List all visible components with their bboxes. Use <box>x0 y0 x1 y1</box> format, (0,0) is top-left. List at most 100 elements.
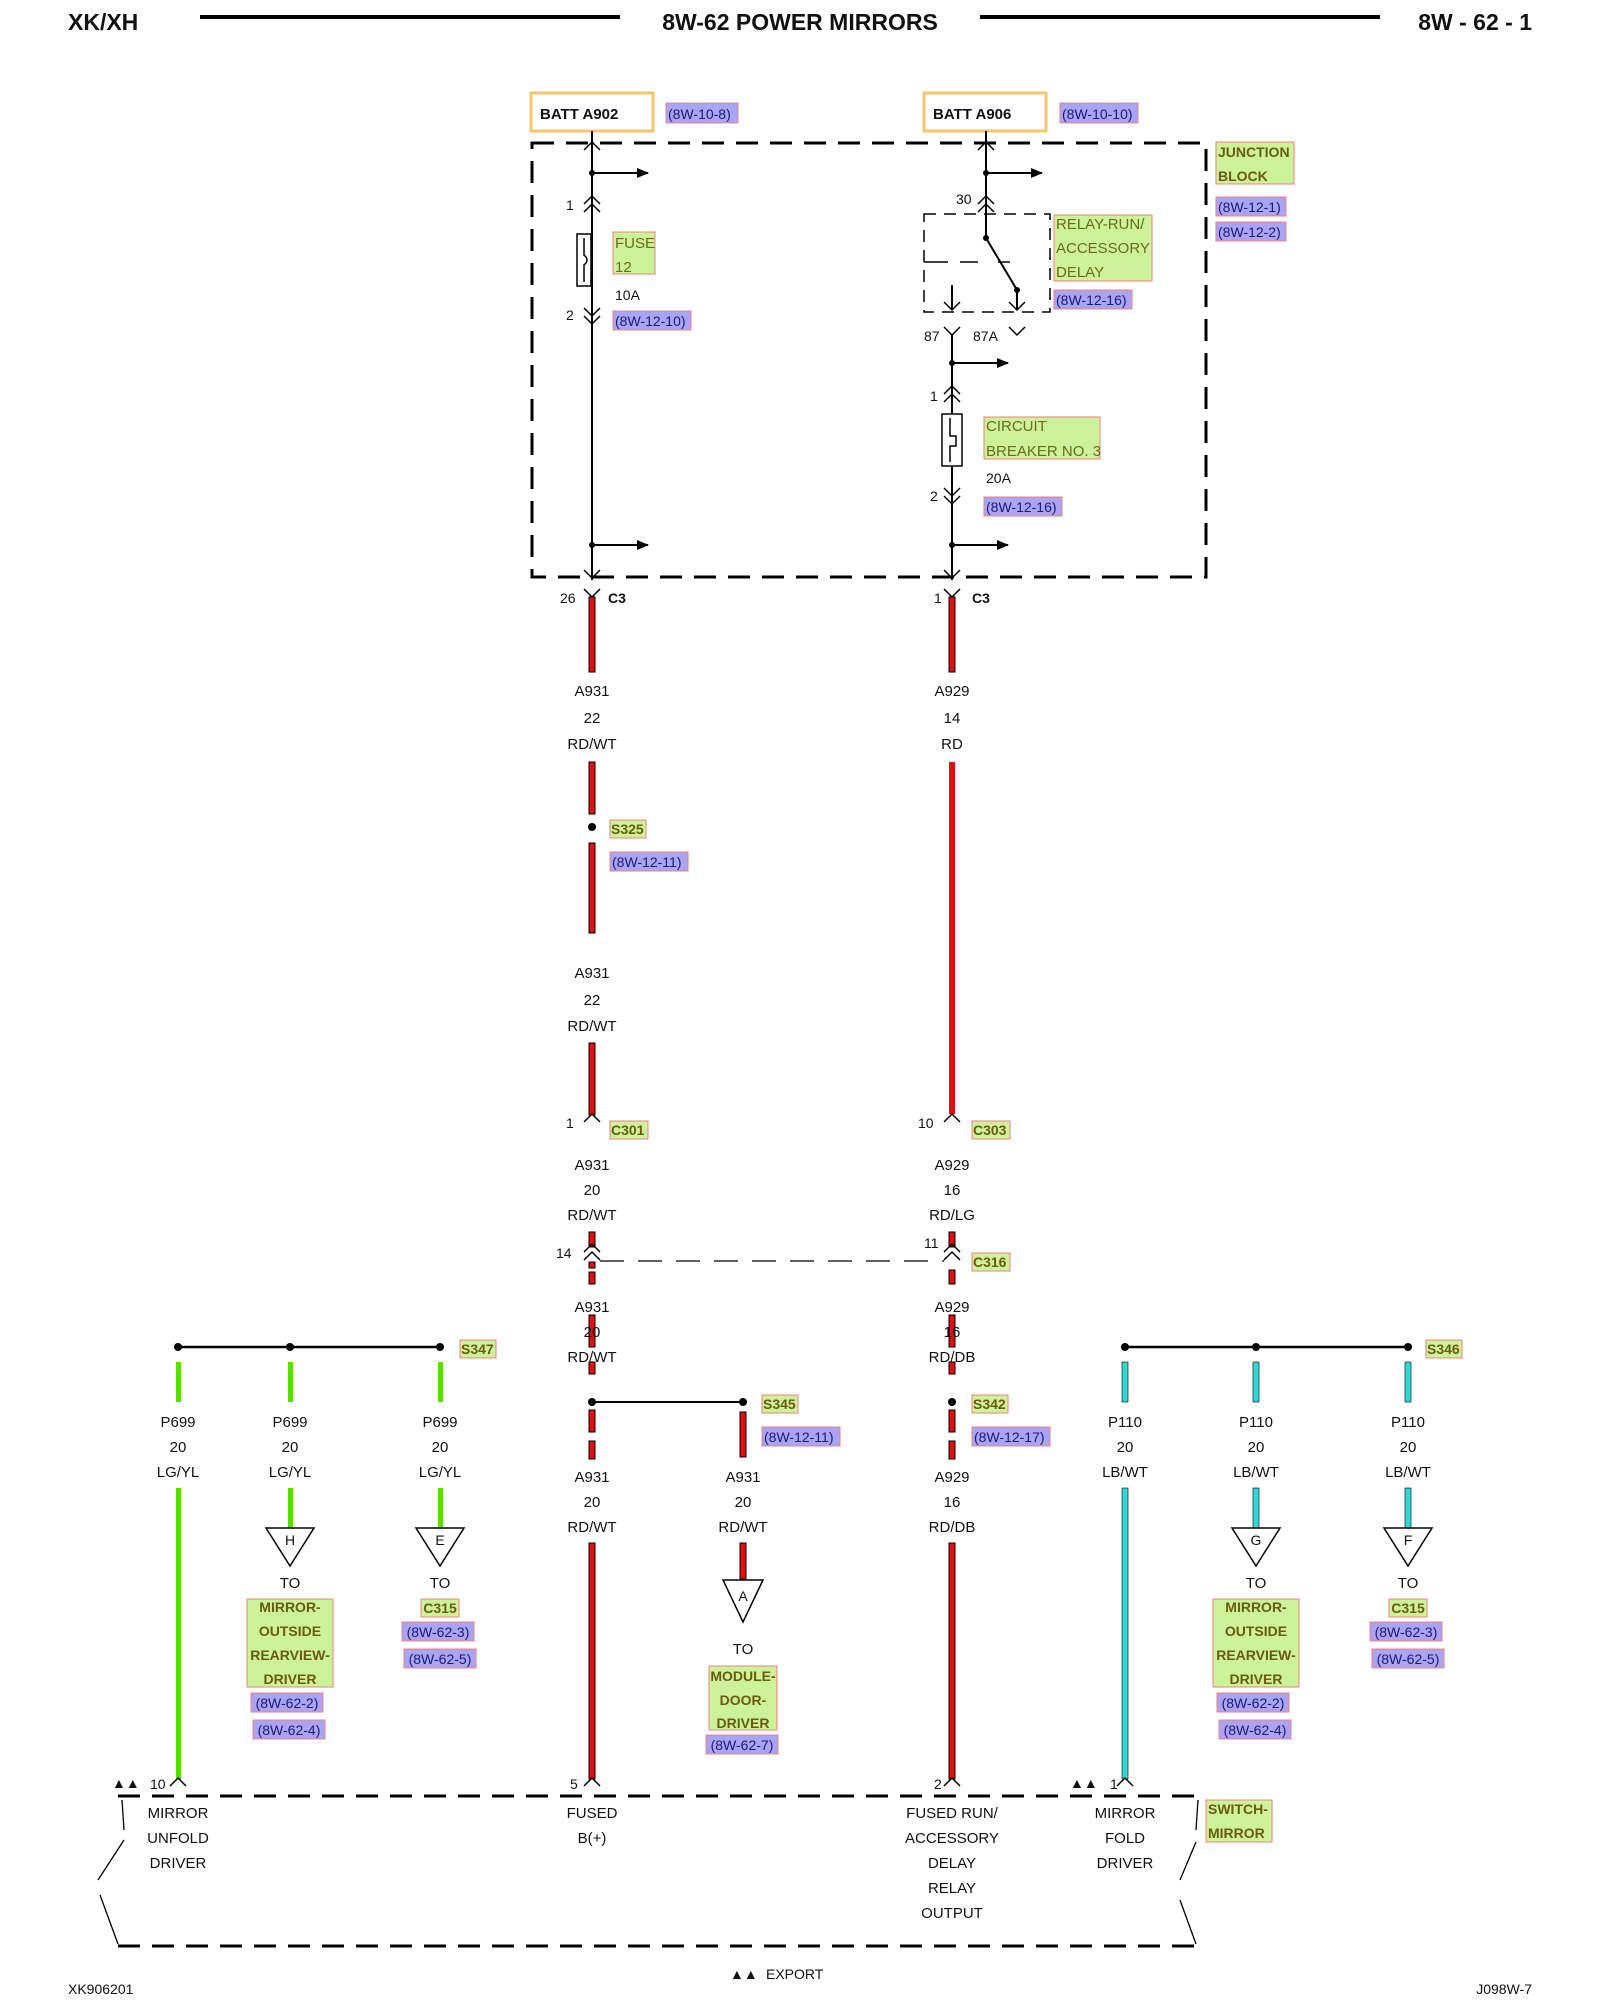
wire-color: LG/YL <box>269 1464 312 1481</box>
wire-gauge: 20 <box>170 1439 187 1456</box>
switch-pin-5: 5 <box>570 1776 578 1792</box>
wire-circuit: A931 <box>574 1299 609 1316</box>
connector-c3: 26 C3 1 C3 <box>560 588 990 606</box>
dest-f-to: TO <box>1398 1575 1419 1592</box>
wire-p699-column-3: P699 20 LG/YL <box>419 1362 462 1528</box>
fuse-symbol <box>576 233 592 287</box>
s342-ref: (8W-12-17) <box>974 1429 1045 1445</box>
wire-gauge: 20 <box>1117 1439 1134 1456</box>
dest-g-line-2: OUTSIDE <box>1225 1623 1287 1639</box>
dest-a-ref: (8W-62-7) <box>711 1737 774 1753</box>
wire-color: RD/DB <box>929 1349 976 1366</box>
dest-f-ref-1: (8W-62-3) <box>1375 1624 1438 1640</box>
footer-doc-code: XK906201 <box>68 1981 134 1997</box>
fuse-number: 12 <box>615 259 632 276</box>
relay-name-2: ACCESSORY <box>1056 240 1150 257</box>
wire-p110-column-2: P110 20 LB/WT <box>1233 1361 1279 1529</box>
wire-gauge: 16 <box>944 1324 961 1341</box>
breaker-name-2: BREAKER NO. 3 <box>986 443 1101 460</box>
dest-e-to: TO <box>430 1575 451 1592</box>
dest-e-ref-2: (8W-62-5) <box>409 1651 472 1667</box>
junction-block-ref-2: (8W-12-2) <box>1218 224 1281 240</box>
wire-circuit: P110 <box>1239 1414 1273 1431</box>
junction-block-label-1: JUNCTION <box>1218 144 1290 160</box>
header-vehicle-code: XK/XH <box>68 9 138 35</box>
wire-label-a929-16-lg: A929 16 RD/LG <box>929 1157 975 1224</box>
wire-circuit: A931 <box>574 683 609 700</box>
wire-label-a931-22-mid: A931 22 RD/WT <box>567 965 616 1035</box>
switch-pin-2-line-5: OUTPUT <box>921 1905 983 1922</box>
dest-h-letter: H <box>285 1532 295 1548</box>
footer-page-code: J098W-7 <box>1476 1981 1532 1997</box>
switch-pin-1: 1 <box>1110 1776 1118 1792</box>
wire-color: RD/WT <box>718 1519 767 1536</box>
circuit-breaker-symbol <box>941 413 963 467</box>
dest-a-line-1: MODULE- <box>710 1668 776 1684</box>
c316-left-pin: 14 <box>556 1245 572 1261</box>
switch-pin-2-line-1: FUSED RUN/ <box>906 1805 999 1822</box>
relay-pin-30: 30 <box>956 191 972 207</box>
wire-gauge: 22 <box>584 992 601 1009</box>
connector-c303: 10 C303 <box>918 1112 1011 1140</box>
wire-circuit: P110 <box>1391 1414 1425 1431</box>
relay-pin-87a: 87A <box>973 328 999 344</box>
c303-name: C303 <box>973 1122 1007 1138</box>
wire-a929-right <box>948 596 956 1780</box>
junction-block-label-2: BLOCK <box>1218 168 1268 184</box>
wire-color: LG/YL <box>157 1464 200 1481</box>
relay-pin-87: 87 <box>924 328 940 344</box>
wire-gauge: 16 <box>944 1182 961 1199</box>
wire-label-a931-20-branch: A931 20 RD/WT <box>718 1469 767 1536</box>
dest-g-to: TO <box>1246 1575 1267 1592</box>
wire-color: RD/WT <box>567 1018 616 1035</box>
batt-a906-ref: (8W-10-10) <box>1062 106 1133 122</box>
switch-pin-2-line-2: ACCESSORY <box>905 1830 999 1847</box>
wire-label-a931-20-c: A931 20 RD/WT <box>567 1469 616 1536</box>
fuse-ref: (8W-12-10) <box>615 313 686 329</box>
s345-name: S345 <box>763 1396 796 1412</box>
wire-label-a929-16-db-a: A929 16 RD/DB <box>929 1299 976 1366</box>
dest-e-line-1: C315 <box>423 1600 457 1616</box>
splice-s346-bus: S346 <box>1121 1339 1463 1359</box>
dest-h-line-1: MIRROR- <box>259 1599 321 1615</box>
dest-h-line-3: REARVIEW- <box>250 1647 330 1663</box>
breaker-pin-bottom: 2 <box>930 488 938 504</box>
dest-g-ref-2: (8W-62-4) <box>1224 1722 1287 1738</box>
dest-g-line-3: REARVIEW- <box>1216 1647 1296 1663</box>
s325-name: S325 <box>611 821 644 837</box>
wire-gauge: 20 <box>584 1494 601 1511</box>
wire-gauge: 20 <box>584 1182 601 1199</box>
page-number: 8W - 62 - 1 <box>1418 9 1532 35</box>
wire-color: RD/WT <box>567 1519 616 1536</box>
export-mark-2: ▲▲ <box>1070 1775 1098 1791</box>
wire-gauge: 20 <box>282 1439 299 1456</box>
c301-name: C301 <box>611 1122 645 1138</box>
wire-circuit: P699 <box>272 1414 307 1431</box>
dest-h-ref-2: (8W-62-4) <box>258 1722 321 1738</box>
wire-circuit: A929 <box>934 1469 969 1486</box>
wire-p110-column-1: P110 20 LB/WT <box>1102 1361 1148 1780</box>
dest-h-line-4: DRIVER <box>264 1671 317 1687</box>
wire-color: RD/WT <box>567 1349 616 1366</box>
wire-gauge: 20 <box>432 1439 449 1456</box>
s346-name: S346 <box>1427 1341 1460 1357</box>
fuse-12-circuit: 1 FUSE 12 10A 2 (8W-12-10) <box>566 131 692 580</box>
dest-f-ref-2: (8W-62-5) <box>1377 1651 1440 1667</box>
relay-symbol <box>923 213 1051 313</box>
dest-f-letter: F <box>1404 1532 1413 1548</box>
wire-gauge: 20 <box>1248 1439 1265 1456</box>
c3-right-name: C3 <box>972 590 990 606</box>
wire-color: LG/YL <box>419 1464 462 1481</box>
switch-pin-1-line-1: MIRROR <box>1095 1805 1156 1822</box>
dest-a-letter: A <box>738 1588 748 1604</box>
switch-mirror: SWITCH- MIRROR ▲▲ 10 MIRROR UNFOLD DRIVE… <box>97 1775 1273 1948</box>
wire-circuit: P699 <box>422 1414 457 1431</box>
switch-name-2: MIRROR <box>1208 1825 1265 1841</box>
dest-a-line-2: DOOR- <box>720 1692 767 1708</box>
wire-color: LB/WT <box>1385 1464 1431 1481</box>
destination-g: G TO MIRROR- OUTSIDE REARVIEW- DRIVER (8… <box>1212 1527 1300 1740</box>
breaker-rating: 20A <box>986 470 1012 486</box>
dest-h-ref-1: (8W-62-2) <box>256 1695 319 1711</box>
wire-label-a931-22-top: A931 22 RD/WT <box>567 683 616 753</box>
